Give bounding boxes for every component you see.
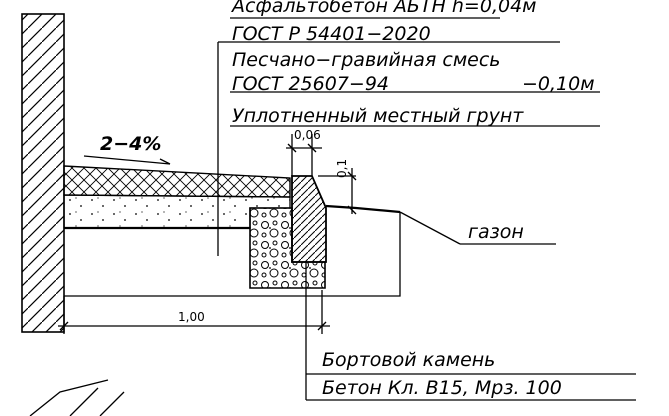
sand-gost-label: ГОСТ 25607−94: [232, 73, 389, 95]
lawn-surface: [325, 204, 556, 245]
soil-layer: [64, 212, 401, 297]
asphalt-layer: [63, 165, 291, 198]
asphalt-gost-label: ГОСТ Р 54401−2020: [232, 23, 431, 45]
sand-layer-label: Песчано−гравийная смесь: [232, 49, 501, 71]
curb-width-label: 0,06: [294, 128, 321, 142]
width-total-label: 1,00: [178, 310, 205, 324]
slope-label: 2−4%: [100, 133, 161, 155]
curb-height-label: 0,1: [335, 159, 349, 178]
curb-stone: [291, 175, 327, 263]
soil-layer-label: Уплотненный местный грунт: [232, 105, 524, 127]
partial-detail: [29, 379, 125, 416]
dimension-curb-width: [286, 134, 322, 176]
wall: [21, 13, 65, 333]
dimension-width-total: [58, 290, 330, 334]
curb-spec-label: Бетон Кл. В15, Мрз. 100: [322, 377, 562, 399]
layer-leader: [217, 17, 600, 256]
slope-arrow: [83, 155, 171, 165]
sand-thickness-label: −0,10м: [522, 73, 595, 95]
curb-label: Бортовой камень: [322, 349, 495, 371]
lawn-label: газон: [468, 221, 524, 243]
curb-leader: [305, 262, 636, 401]
asphalt-layer-label: Асфальтобетон АБТН h=0,04м: [230, 0, 537, 17]
dimension-curb-height: [318, 168, 357, 215]
